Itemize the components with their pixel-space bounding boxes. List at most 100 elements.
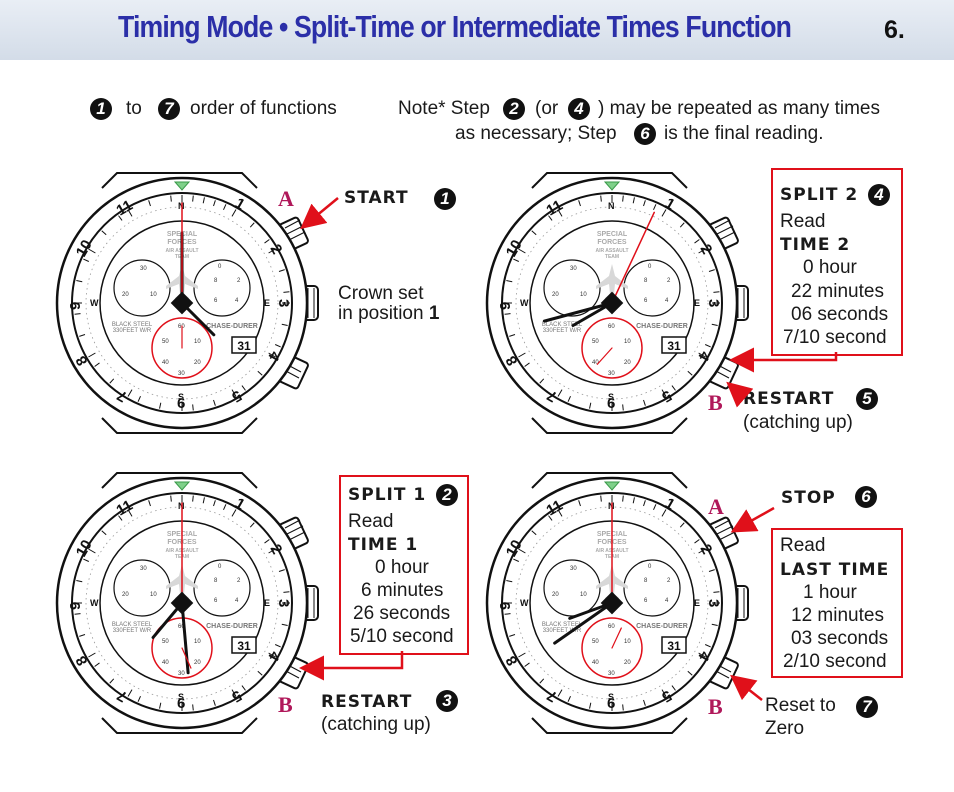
restart-label-2: RESTART bbox=[743, 389, 835, 409]
svg-text:E: E bbox=[264, 598, 270, 608]
svg-text:30: 30 bbox=[570, 266, 577, 272]
svg-text:31: 31 bbox=[237, 339, 251, 353]
svg-text:3: 3 bbox=[705, 299, 722, 307]
crown-set-line1: Crown set bbox=[338, 283, 424, 304]
svg-text:BLACK STEEL: BLACK STEEL bbox=[112, 622, 153, 628]
svg-text:10: 10 bbox=[194, 639, 201, 645]
button-b-label-2: B bbox=[708, 390, 723, 415]
split-1-seconds: 26 seconds bbox=[353, 603, 451, 624]
split-2-minutes: 22 minutes bbox=[791, 281, 884, 302]
svg-text:20: 20 bbox=[624, 660, 631, 666]
split-1-box: SPLIT 1 2 Read TIME 1 0 hour 6 minutes 2… bbox=[339, 475, 469, 655]
svg-text:330FEET W/R: 330FEET W/R bbox=[543, 628, 582, 634]
svg-text:50: 50 bbox=[162, 339, 169, 345]
svg-text:N: N bbox=[608, 201, 615, 211]
start-label: START bbox=[344, 188, 409, 208]
svg-text:6: 6 bbox=[177, 395, 185, 412]
svg-text:30: 30 bbox=[570, 566, 577, 572]
svg-text:20: 20 bbox=[122, 592, 129, 598]
step-2-badge: 2 bbox=[436, 484, 458, 506]
svg-text:6: 6 bbox=[177, 695, 185, 712]
svg-text:CHASE-DURER: CHASE-DURER bbox=[636, 323, 688, 330]
crown-set-line2: in position 1 bbox=[338, 303, 440, 324]
svg-text:30: 30 bbox=[608, 371, 615, 377]
split-2-tenths: 7/10 second bbox=[783, 327, 887, 348]
note-prefix: Note* Step bbox=[398, 98, 490, 119]
button-a-label: A bbox=[278, 186, 294, 211]
svg-text:10: 10 bbox=[194, 339, 201, 345]
header-bar: Timing Mode • Split-Time or Intermediate… bbox=[0, 0, 954, 60]
svg-text:20: 20 bbox=[194, 360, 201, 366]
note-line2-prefix: as necessary; Step bbox=[455, 123, 617, 144]
last-time-box: Read LAST TIME 1 hour 12 minutes 03 seco… bbox=[771, 528, 903, 678]
svg-text:9: 9 bbox=[497, 602, 514, 610]
svg-text:11: 11 bbox=[114, 497, 136, 520]
svg-text:E: E bbox=[694, 598, 700, 608]
svg-text:50: 50 bbox=[592, 339, 599, 345]
restart-sub-1: (catching up) bbox=[321, 714, 431, 735]
svg-text:4: 4 bbox=[665, 598, 669, 604]
svg-text:8: 8 bbox=[214, 578, 218, 584]
svg-text:9: 9 bbox=[67, 602, 84, 610]
svg-text:2: 2 bbox=[237, 278, 241, 284]
reset-arrow bbox=[730, 674, 763, 701]
svg-text:4: 4 bbox=[235, 298, 239, 304]
svg-text:4: 4 bbox=[235, 598, 239, 604]
step-7-badge: 7 bbox=[158, 98, 180, 120]
reset-line2: Zero bbox=[765, 718, 805, 739]
page-number: 6. bbox=[884, 16, 905, 44]
step-3-badge: 3 bbox=[436, 690, 458, 712]
svg-text:20: 20 bbox=[624, 360, 631, 366]
svg-text:BLACK STEEL: BLACK STEEL bbox=[112, 322, 153, 328]
svg-text:3: 3 bbox=[705, 599, 722, 607]
minute-hand bbox=[542, 301, 614, 323]
svg-text:6: 6 bbox=[214, 298, 218, 304]
svg-text:10: 10 bbox=[580, 592, 587, 598]
svg-text:2: 2 bbox=[667, 278, 671, 284]
svg-text:0: 0 bbox=[218, 264, 222, 270]
stop-arrow bbox=[730, 506, 775, 533]
split-2-hour: 0 hour bbox=[803, 257, 857, 278]
split2-connector bbox=[760, 352, 838, 362]
svg-text:10: 10 bbox=[503, 237, 526, 260]
svg-text:BLACK STEEL: BLACK STEEL bbox=[542, 322, 583, 328]
last-time-hour: 1 hour bbox=[803, 582, 857, 603]
svg-text:6: 6 bbox=[607, 395, 615, 412]
start-arrow bbox=[300, 197, 339, 230]
svg-text:11: 11 bbox=[544, 497, 566, 520]
svg-text:3: 3 bbox=[275, 299, 292, 307]
note-step-6-badge: 6 bbox=[634, 123, 656, 145]
svg-text:S: S bbox=[178, 692, 184, 702]
last-time-read: Read bbox=[780, 535, 826, 556]
svg-text:20: 20 bbox=[122, 292, 129, 298]
split-2-seconds: 06 seconds bbox=[791, 304, 889, 325]
note-step-4-badge: 4 bbox=[568, 98, 590, 120]
svg-text:50: 50 bbox=[162, 639, 169, 645]
svg-text:BLACK STEEL: BLACK STEEL bbox=[542, 622, 583, 628]
svg-text:0: 0 bbox=[648, 564, 652, 570]
svg-text:30: 30 bbox=[140, 566, 147, 572]
svg-text:2: 2 bbox=[667, 578, 671, 584]
note-or: (or bbox=[535, 98, 559, 119]
legend-order-text: order of functions bbox=[190, 98, 337, 119]
svg-text:31: 31 bbox=[667, 639, 681, 653]
svg-text:6: 6 bbox=[644, 598, 648, 604]
note-step-2-badge: 2 bbox=[503, 98, 525, 120]
svg-text:60: 60 bbox=[608, 324, 615, 330]
stop-label: STOP bbox=[781, 488, 836, 508]
svg-text:W: W bbox=[90, 598, 99, 608]
button-b-label-1: B bbox=[278, 692, 293, 717]
svg-text:11: 11 bbox=[114, 197, 136, 220]
svg-text:E: E bbox=[264, 298, 270, 308]
svg-text:11: 11 bbox=[544, 197, 566, 220]
svg-text:10: 10 bbox=[624, 339, 631, 345]
chrono-minute-hand bbox=[181, 647, 192, 669]
last-time-label: LAST TIME bbox=[780, 560, 890, 580]
split-2-time-label: TIME 2 bbox=[780, 235, 851, 255]
restart-label-1: RESTART bbox=[321, 692, 413, 712]
svg-text:CHASE-DURER: CHASE-DURER bbox=[636, 623, 688, 630]
